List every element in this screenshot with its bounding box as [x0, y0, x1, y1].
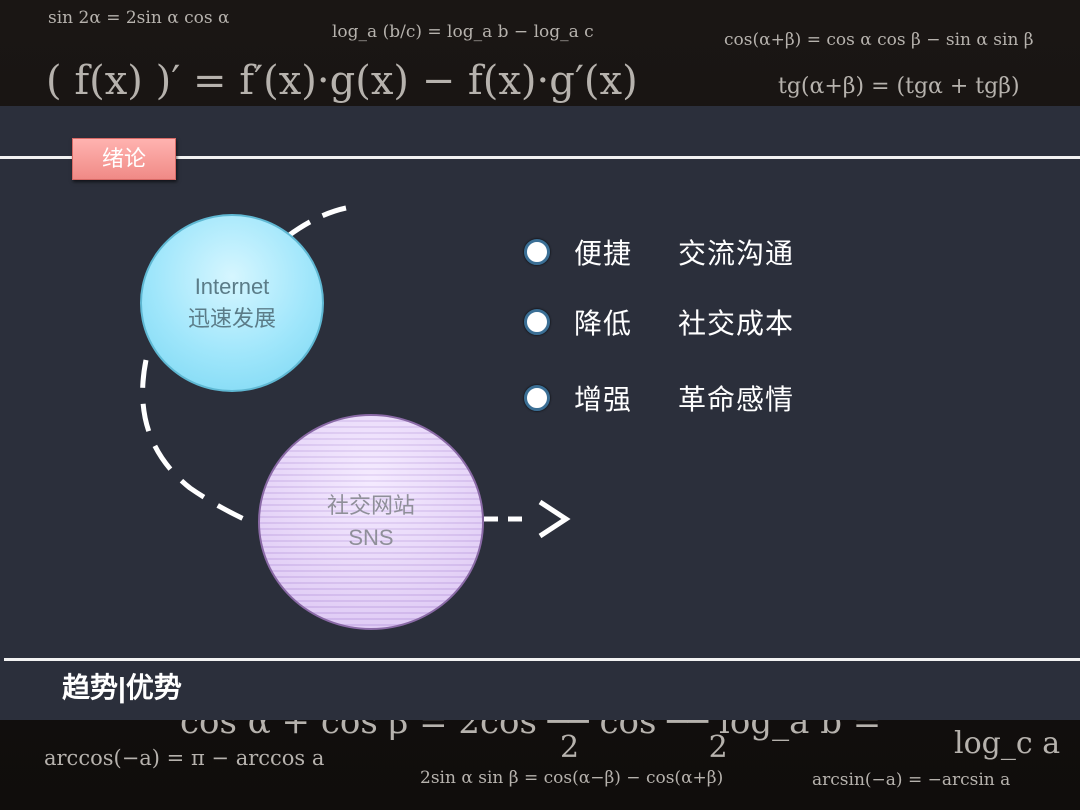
formula: cos(α+β) = cos α cos β − sin α sin β	[724, 30, 1034, 50]
formula-derivative: ( f(x) )′ = f′(x)·g(x) − f(x)·g′(x)	[46, 58, 638, 104]
internet-sublabel: 迅速发展	[187, 306, 276, 331]
formula: 2 2	[560, 730, 728, 765]
top-divider	[0, 156, 1080, 159]
dashed-arc-left	[140, 359, 248, 523]
content-panel	[0, 106, 1080, 720]
bullet-keyword: 增强	[574, 384, 633, 415]
bullet-text: 社交成本	[678, 308, 795, 339]
bullet-keyword: 降低	[574, 308, 633, 339]
formula: arcsin(−a) = −arcsin a	[812, 770, 1011, 790]
bullet-dot-icon	[524, 385, 550, 411]
sns-circle: 社交网站 SNS	[258, 414, 484, 630]
formula: log_c a	[954, 726, 1061, 761]
formula: log_a (b/c) = log_a b − log_a c	[332, 22, 594, 42]
footer-title: 趋势|优势	[62, 672, 182, 703]
formula: tg(α+β) = (tgα + tgβ)	[778, 74, 1020, 99]
section-tab: 绪论	[72, 138, 176, 180]
bottom-divider	[4, 658, 1080, 661]
dashed-arc-top	[286, 205, 347, 239]
sns-sublabel: SNS	[348, 525, 394, 550]
bullet-text: 革命感情	[678, 384, 795, 415]
bullet-text: 交流沟通	[678, 238, 795, 269]
bullet-item: 降低 社交成本	[524, 302, 794, 342]
bullet-dot-icon	[524, 309, 550, 335]
bullet-keyword: 便捷	[574, 238, 633, 269]
bullet-dot-icon	[524, 239, 550, 265]
bullet-item: 增强 革命感情	[524, 378, 794, 418]
bullet-item: 便捷 交流沟通	[524, 232, 794, 272]
sns-label: 社交网站	[326, 493, 415, 518]
internet-label: Internet	[194, 274, 270, 299]
arrow-head-icon	[538, 499, 571, 539]
internet-circle: Internet 迅速发展	[140, 214, 324, 392]
formula: sin 2α = 2sin α cos α	[48, 8, 230, 28]
formula: arccos(−a) = π − arccos a	[44, 746, 325, 770]
formula: 2sin α sin β = cos(α−β) − cos(α+β)	[420, 768, 724, 788]
